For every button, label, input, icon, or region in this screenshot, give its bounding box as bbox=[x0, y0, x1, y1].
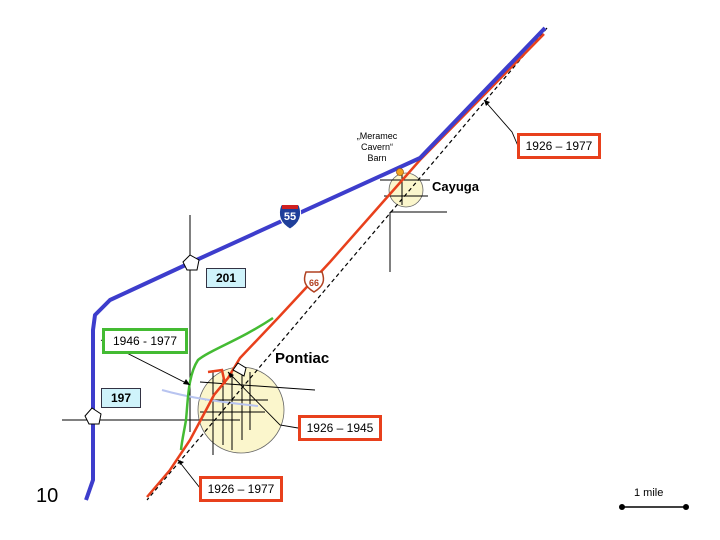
local-roads bbox=[62, 170, 447, 455]
interstate-shield-number: 55 bbox=[284, 211, 296, 223]
callout-top-right: 1926 – 1977 bbox=[517, 133, 601, 159]
scale-bar bbox=[619, 504, 689, 510]
interstate-shield-icon: 55 bbox=[278, 204, 302, 230]
callout-pontiac-inner: 1926 – 1945 bbox=[298, 415, 382, 441]
interstate-55 bbox=[84, 26, 547, 501]
route-66-shield-number: 66 bbox=[309, 278, 319, 288]
route-66-1926-1945-spur bbox=[207, 368, 227, 385]
route-junction-marker bbox=[232, 362, 247, 377]
scale-label: 1 mile bbox=[634, 487, 664, 499]
barn-label-line: Cavern“ bbox=[360, 142, 393, 152]
arrowheads bbox=[178, 100, 490, 465]
pontiac-town-area bbox=[197, 366, 285, 454]
railroad-line bbox=[146, 27, 548, 501]
route-66-shield-icon: 66 bbox=[303, 271, 325, 293]
callout-green-alignment: 1946 - 1977 bbox=[102, 328, 188, 354]
barn-label: „Meramec Cavern“ Barn bbox=[351, 131, 403, 164]
route-junction-marker bbox=[182, 254, 200, 271]
barn-marker bbox=[396, 168, 404, 176]
cayuga-town-area bbox=[388, 172, 424, 208]
river bbox=[161, 389, 259, 407]
route-junction-marker bbox=[84, 407, 102, 425]
barn-label-line: „Meramec bbox=[356, 131, 398, 141]
barn-label-line: Barn bbox=[367, 153, 387, 163]
page-number: 10 bbox=[36, 485, 59, 507]
route-197-badge: 197 bbox=[101, 388, 141, 408]
callout-bottom: 1926 – 1977 bbox=[199, 476, 283, 502]
route-66-1946-1977 bbox=[179, 316, 274, 451]
route-66-1926-1977 bbox=[146, 33, 545, 498]
town-label-cayuga: Cayuga bbox=[432, 179, 479, 194]
town-label-pontiac: Pontiac bbox=[275, 350, 330, 367]
route-201-badge: 201 bbox=[206, 268, 246, 288]
